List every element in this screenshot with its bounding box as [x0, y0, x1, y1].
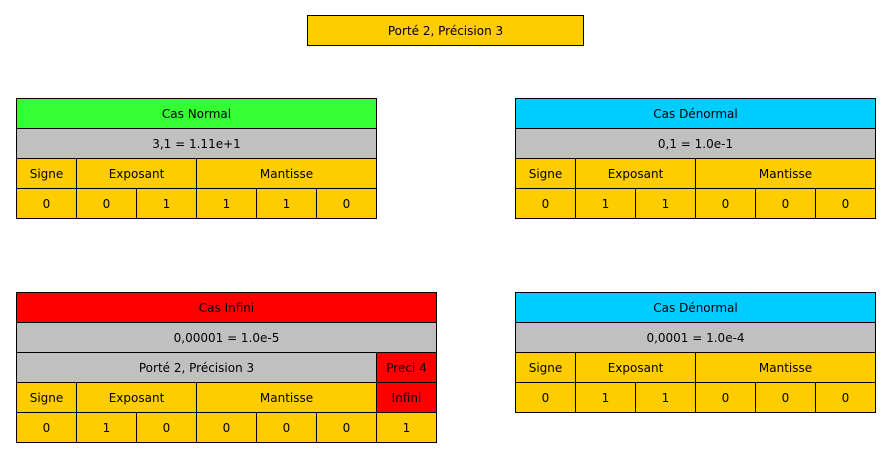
mantissa-header: Mantisse: [695, 158, 876, 189]
bit-cell: 1: [635, 188, 696, 219]
mantissa-header: Mantisse: [695, 352, 876, 383]
bit-cell: 0: [316, 412, 377, 443]
infini-header: Infini: [376, 382, 437, 413]
sign-header: Signe: [16, 158, 77, 189]
bit-cell: 0: [695, 188, 756, 219]
bit-cell: 1: [575, 188, 636, 219]
bit-cell: 1: [136, 188, 197, 219]
bit-cell: 0: [76, 188, 137, 219]
case-value: 0,0001 = 1.0e-4: [515, 322, 876, 353]
exponent-header: Exposant: [76, 382, 197, 413]
case-title: Cas Normal: [16, 98, 377, 129]
bit-cell: 0: [256, 412, 317, 443]
bit-cell: 0: [16, 412, 77, 443]
exponent-header: Exposant: [575, 352, 696, 383]
case-title: Cas Dénormal: [515, 292, 876, 323]
bit-cell: 1: [196, 188, 257, 219]
bit-cell: 0: [815, 382, 876, 413]
bit-cell: 0: [316, 188, 377, 219]
bit-cell: 0: [695, 382, 756, 413]
bit-cell: 0: [755, 382, 816, 413]
bit-cell: 0: [815, 188, 876, 219]
bit-cell: 1: [376, 412, 437, 443]
bit-cell: 1: [635, 382, 696, 413]
case-title: Cas Infini: [16, 292, 437, 323]
case-subtitle: Porté 2, Précision 3: [16, 352, 377, 383]
bit-cell: 1: [256, 188, 317, 219]
bit-cell: 0: [16, 188, 77, 219]
precision-extension-label: Preci 4: [376, 352, 437, 383]
case-value: 3,1 = 1.11e+1: [16, 128, 377, 159]
bit-cell: 0: [515, 188, 576, 219]
diagram-title: Porté 2, Précision 3: [307, 15, 584, 46]
exponent-header: Exposant: [575, 158, 696, 189]
bit-cell: 0: [515, 382, 576, 413]
bit-cell: 1: [76, 412, 137, 443]
bit-cell: 0: [196, 412, 257, 443]
sign-header: Signe: [515, 352, 576, 383]
exponent-header: Exposant: [76, 158, 197, 189]
bit-cell: 0: [755, 188, 816, 219]
case-value: 0,00001 = 1.0e-5: [16, 322, 437, 353]
mantissa-header: Mantisse: [196, 382, 377, 413]
bit-cell: 0: [136, 412, 197, 443]
case-value: 0,1 = 1.0e-1: [515, 128, 876, 159]
mantissa-header: Mantisse: [196, 158, 377, 189]
sign-header: Signe: [16, 382, 77, 413]
sign-header: Signe: [515, 158, 576, 189]
case-title: Cas Dénormal: [515, 98, 876, 129]
bit-cell: 1: [575, 382, 636, 413]
